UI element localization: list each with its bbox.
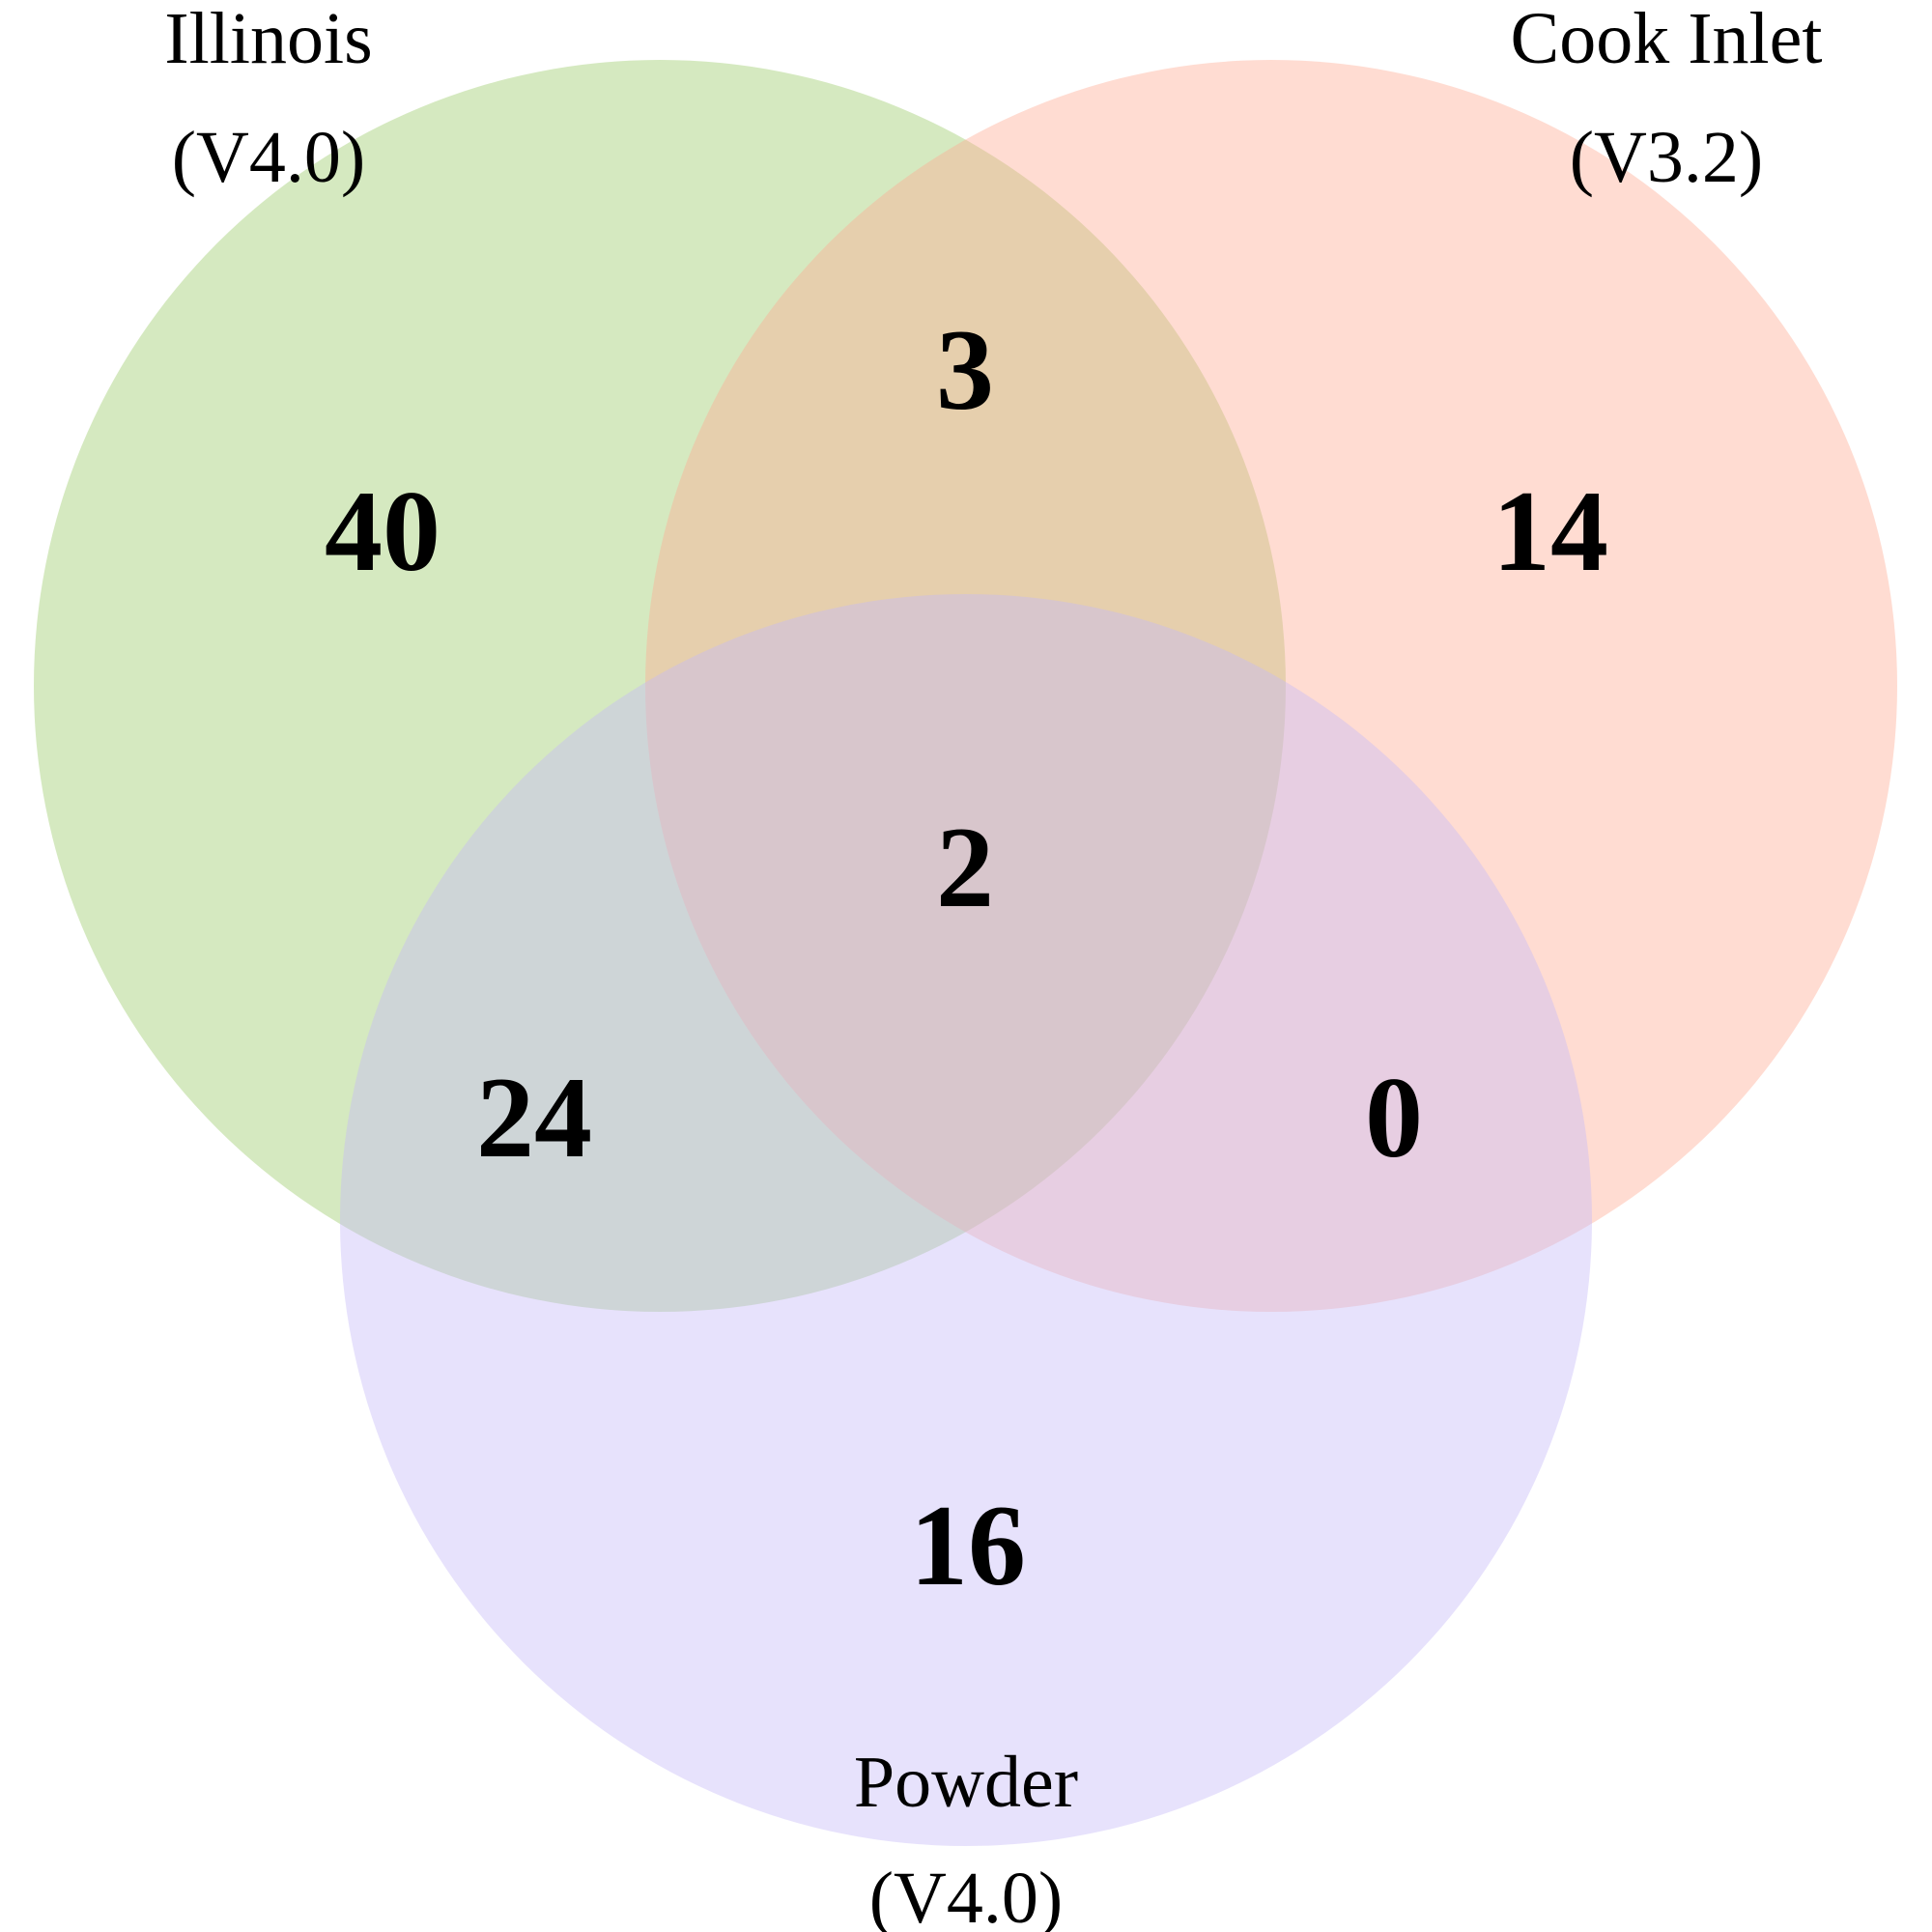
set-circles xyxy=(34,60,1897,1846)
circle-powder xyxy=(340,594,1592,1846)
label-cook-inlet-name: Cook Inlet xyxy=(1511,0,1823,79)
label-powder-version: (V4.0) xyxy=(869,1858,1064,1932)
count-cook-inlet-powder: 0 xyxy=(1365,1053,1423,1181)
count-powder-only: 16 xyxy=(910,1481,1026,1609)
label-powder-name: Powder xyxy=(854,1742,1078,1823)
label-illinois-version: (V4.0) xyxy=(172,117,366,198)
count-cook-inlet-only: 14 xyxy=(1492,467,1608,595)
count-illinois-powder: 24 xyxy=(476,1053,592,1181)
circle-illinois xyxy=(34,60,1286,1312)
count-illinois-cook-inlet: 3 xyxy=(936,305,994,434)
count-illinois-only: 40 xyxy=(325,467,440,595)
label-illinois-name: Illinois xyxy=(164,0,372,79)
set-labels: Illinois (V4.0) Cook Inlet (V3.2) Powder… xyxy=(164,0,1822,1932)
region-counts: 40 14 16 3 24 0 2 xyxy=(325,305,1608,1609)
label-cook-inlet-version: (V3.2) xyxy=(1570,117,1764,198)
circle-cook-inlet xyxy=(645,60,1897,1312)
count-all-three: 2 xyxy=(936,803,994,931)
